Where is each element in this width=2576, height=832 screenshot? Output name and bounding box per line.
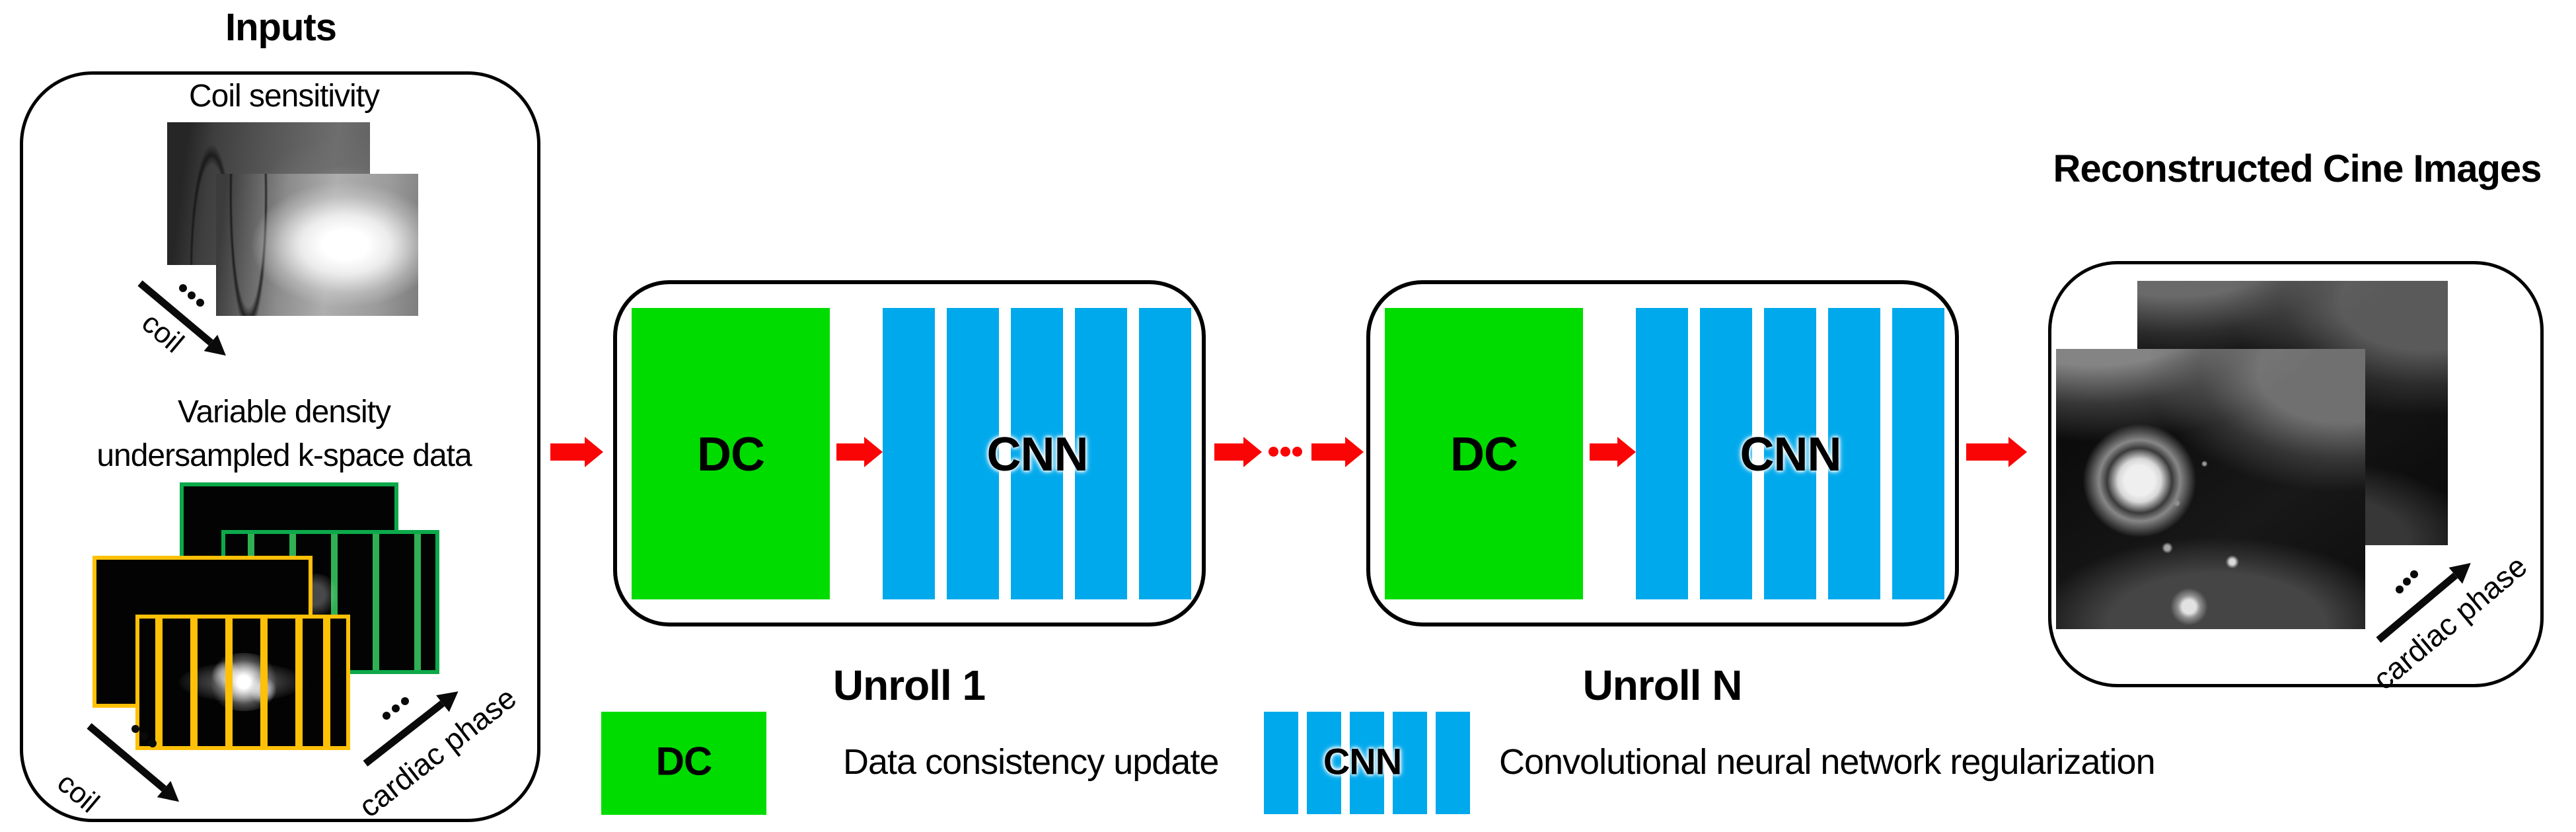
- cnn-layer-bar: [1636, 308, 1688, 599]
- ellipsis-dot: [149, 739, 157, 747]
- output-title: Reconstructed Cine Images: [2053, 147, 2542, 190]
- kspace-sampling-line: [225, 619, 233, 746]
- cnn-layer-bar: [1700, 308, 1752, 599]
- kspace-label-line1: Variable density: [178, 395, 391, 430]
- legend-cnn-symbol: CNN: [1323, 740, 1402, 782]
- unroll-1-caption: Unroll 1: [832, 662, 986, 709]
- ellipsis-dot: [392, 704, 400, 712]
- flow-arrow-dc-to-cnn-unroll-n: [1590, 443, 1617, 461]
- flow-ellipsis-dot: [1280, 447, 1290, 457]
- kspace-sampling-line: [414, 534, 421, 670]
- legend-dc-swatch: [601, 712, 766, 815]
- ellipsis-dot: [401, 697, 409, 705]
- cine-image-front: [2056, 349, 2365, 629]
- legend-dc-description: Data consistency update: [843, 742, 1219, 782]
- legend-cnn-bar: [1350, 712, 1384, 814]
- kspace-sampling-line: [190, 619, 198, 746]
- legend-cnn-description: Convolutional neural network regularizat…: [1499, 742, 2156, 782]
- legend-cnn-bar: [1436, 712, 1470, 814]
- legend-cnn-bar: [1393, 712, 1427, 814]
- ellipsis-dot: [383, 712, 390, 720]
- cnn-layer-bar: [1075, 308, 1127, 599]
- dc-label-unroll-1: DC: [697, 428, 765, 481]
- coil-sensitivity-image-front: [216, 174, 418, 316]
- cnn-label-unroll-1: CNN: [986, 428, 1089, 481]
- flow-arrow-dc-to-cnn-unroll-1: [836, 443, 864, 461]
- kspace-center-blob: [204, 653, 283, 711]
- ellipsis-dot: [2403, 578, 2411, 586]
- cnn-layer-bar: [1764, 308, 1816, 599]
- flow-arrow-to-output: [1966, 443, 2008, 461]
- kspace-frame-orange-front: [135, 615, 350, 750]
- cnn-label-unroll-n: CNN: [1740, 428, 1842, 481]
- kspace-label-line2: undersampled k-space data: [96, 438, 472, 473]
- kspace-sampling-line: [373, 534, 379, 670]
- cnn-layer-bar: [1011, 308, 1063, 599]
- legend-cnn-bar: [1264, 712, 1298, 814]
- ellipsis-dot: [188, 291, 196, 299]
- unroll-n-caption: Unroll N: [1582, 662, 1743, 709]
- flow-ellipsis-dot: [1292, 447, 1302, 457]
- cnn-layer-bar: [1892, 308, 1944, 599]
- flow-arrow-inputs-to-unroll1: [550, 443, 585, 461]
- coil-sensitivity-label: Coil sensitivity: [188, 79, 380, 114]
- ellipsis-dot: [131, 725, 139, 733]
- kspace-sampling-line: [295, 619, 303, 746]
- dc-block-unroll-n: [1385, 308, 1583, 599]
- flow-ellipsis-dot: [1269, 447, 1278, 457]
- ellipsis-dot: [2410, 570, 2418, 578]
- cnn-layer-bar: [1139, 308, 1191, 599]
- kspace-sampling-line: [323, 619, 330, 746]
- ellipsis-dot: [2396, 586, 2404, 593]
- legend-cnn-bar: [1307, 712, 1341, 814]
- dc-label-unroll-n: DC: [1450, 428, 1518, 481]
- cnn-layer-bar: [947, 308, 999, 599]
- kspace-sampling-line: [260, 619, 268, 746]
- ellipsis-dot: [179, 284, 187, 292]
- flow-arrow-into-unroll-n: [1311, 443, 1345, 461]
- dc-block-unroll-1: [632, 308, 830, 599]
- flow-arrow-after-unroll-1: [1214, 443, 1243, 461]
- ellipsis-dot: [140, 732, 148, 740]
- legend-dc-symbol: DC: [655, 739, 713, 784]
- kspace-sampling-line: [155, 619, 163, 746]
- cnn-layer-bar: [1828, 308, 1880, 599]
- cnn-layer-bar: [883, 308, 935, 599]
- ellipsis-dot: [196, 299, 204, 307]
- inputs-title: Inputs: [225, 6, 337, 49]
- kspace-sampling-line: [331, 534, 338, 670]
